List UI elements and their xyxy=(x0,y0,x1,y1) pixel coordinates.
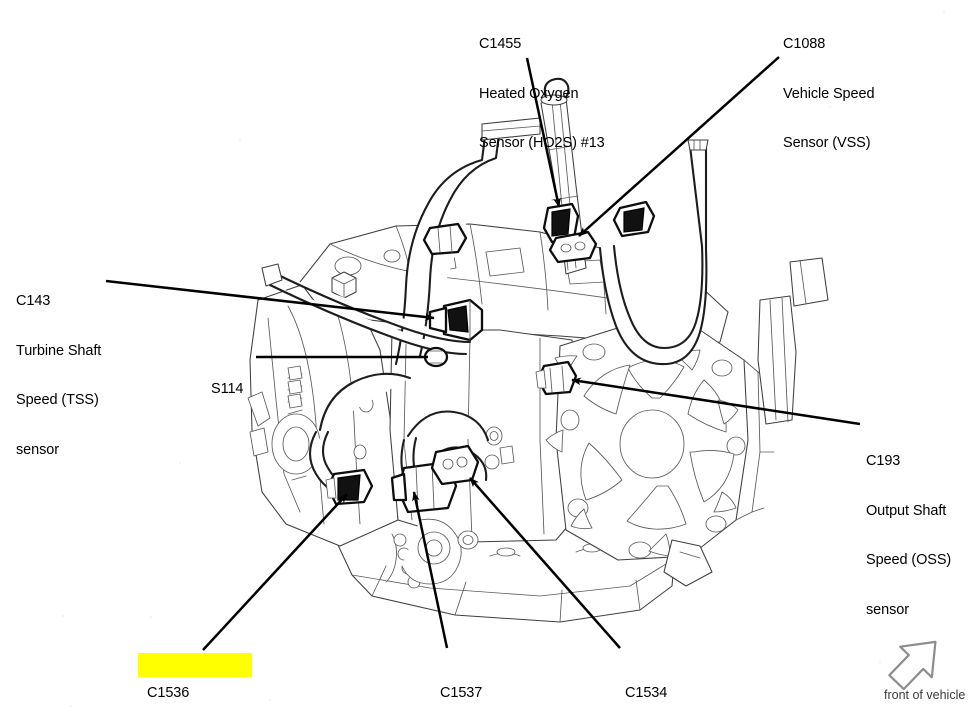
left-bracket xyxy=(247,391,271,457)
callout-c143-code: C143 xyxy=(16,293,51,309)
connector-c1536 xyxy=(325,468,374,506)
callout-c193-line2: Output Shaft xyxy=(866,502,947,519)
callout-c1455-code: C1455 xyxy=(479,36,522,52)
callout-s114: S114 xyxy=(211,348,243,431)
cooler-lines xyxy=(261,117,709,500)
callout-c1534-code: C1534 xyxy=(625,685,668,701)
callout-c143-line3: Speed (TSS) xyxy=(16,392,99,408)
callout-c193: C193 Output Shaft Speed (OSS) sensor xyxy=(866,420,951,651)
callout-c1537-code: C1537 xyxy=(440,685,483,701)
leader-c1455 xyxy=(525,57,561,208)
parking-pawl-detail xyxy=(385,518,479,589)
leader-c143 xyxy=(105,279,435,321)
leader-c1088 xyxy=(578,56,780,237)
c1536-highlight xyxy=(138,653,252,677)
leader-c1537 xyxy=(412,491,449,649)
callout-c193-code: C193 xyxy=(866,453,901,469)
callout-c193-line4: sensor xyxy=(866,601,909,618)
callout-c1455-line3: Sensor (HO2S) #13 xyxy=(479,135,605,151)
callout-c1088-line2: Vehicle Speed xyxy=(783,85,875,102)
callout-c143: C143 Turbine Shaft Speed (TSS) sensor xyxy=(16,260,101,491)
leader-c1536 xyxy=(202,493,348,651)
connector-s114 xyxy=(423,346,449,368)
callout-c143-line2: Turbine Shaft xyxy=(16,342,102,359)
callout-c143-line4: sensor xyxy=(16,441,59,458)
callout-c1536-code: C1536 xyxy=(147,685,190,701)
connector-upper-left xyxy=(422,222,468,256)
leader-c1534 xyxy=(469,477,621,649)
front-of-vehicle-label: front of vehicle xyxy=(884,688,966,702)
transaxle-case xyxy=(249,223,829,623)
callout-c1088-line3: Sensor (VSS) xyxy=(783,135,871,151)
leader-c193 xyxy=(571,377,861,426)
callout-c1088-code: C1088 xyxy=(783,36,826,52)
connector-c193 xyxy=(535,360,578,396)
callout-c193-line3: Speed (OSS) xyxy=(866,552,952,568)
callout-c1088: C1088 Vehicle Speed Sensor (VSS) xyxy=(783,3,875,185)
callout-c1537: C1537 Transmission Range Sensor xyxy=(440,652,532,722)
front-of-vehicle-arrow xyxy=(888,640,937,691)
callout-s114-code: S114 xyxy=(211,381,244,397)
leader-lines xyxy=(105,56,861,651)
callout-c1534: C1534 Coupler assembly 1 xyxy=(625,652,697,722)
connector-upper-right xyxy=(612,200,656,238)
callout-c1455: C1455 Heated Oxygen Sensor (HO2S) #13 xyxy=(479,3,605,185)
callout-c1536: C1536 Transmission fluid pressure switch xyxy=(147,652,262,722)
connector-c1455 xyxy=(542,202,580,244)
callout-c1455-line2: Heated Oxygen xyxy=(479,85,579,102)
